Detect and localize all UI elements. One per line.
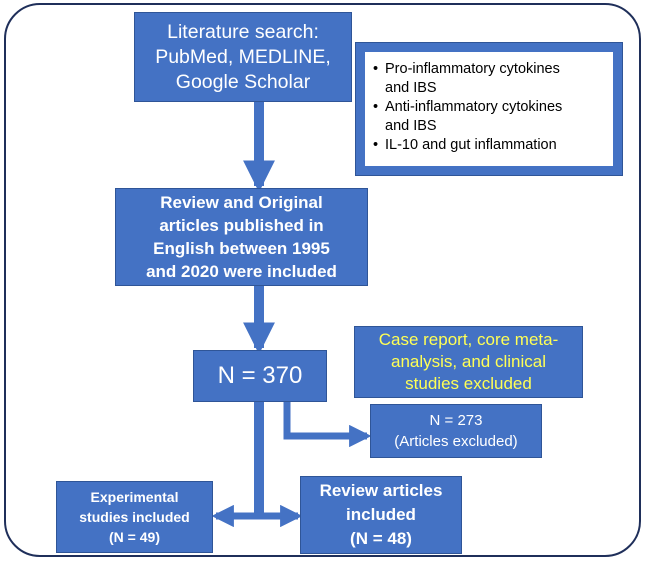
review-line-2: included (346, 505, 416, 524)
criteria-line-4: and 2020 were included (146, 262, 337, 281)
inclusion-criteria-box: Review and Original articles published i… (115, 188, 368, 286)
topic-1-line-1: Pro-inflammatory cytokines (385, 61, 560, 77)
experimental-studies-box: Experimental studies included (N = 49) (56, 481, 213, 553)
excluded-articles-box: N = 273 (Articles excluded) (370, 404, 542, 458)
bullet-icon: • (373, 61, 379, 77)
excluded-count: N = 273 (429, 412, 483, 429)
search-line-1: Literature search: (167, 20, 319, 43)
exclusion-line-3: studies excluded (405, 374, 532, 393)
review-count: (N = 48) (350, 529, 412, 548)
search-topics-box: • Pro-inflammatory cytokines and IBS • A… (355, 42, 623, 176)
exclusion-criteria-note: Case report, core meta- analysis, and cl… (354, 326, 583, 398)
experimental-line-1: Experimental (90, 489, 179, 505)
topic-item: • IL-10 and gut inflammation (373, 136, 607, 155)
experimental-line-2: studies included (79, 509, 190, 525)
bullet-icon: • (373, 137, 379, 153)
total-articles-count: N = 370 (217, 362, 303, 389)
topic-item: • Anti-inflammatory cytokines and IBS (373, 98, 607, 136)
review-articles-box: Review articles included (N = 48) (300, 476, 462, 554)
bullet-icon: • (373, 99, 379, 115)
excluded-label: (Articles excluded) (394, 433, 518, 450)
criteria-line-3: English between 1995 (153, 239, 330, 258)
search-line-2: PubMed, MEDLINE, (155, 45, 331, 68)
arrow-total-to-excluded (283, 402, 372, 448)
exclusion-line-1: Case report, core meta- (378, 330, 559, 349)
search-line-3: Google Scholar (175, 70, 311, 93)
total-articles-box: N = 370 (193, 350, 327, 402)
topic-item: • Pro-inflammatory cytokines and IBS (373, 60, 607, 98)
criteria-line-2: articles published in (159, 216, 324, 235)
exclusion-line-2: analysis, and clinical (391, 352, 546, 371)
experimental-count: (N = 49) (109, 529, 160, 545)
review-line-1: Review articles (319, 481, 443, 500)
literature-search-box: Literature search: PubMed, MEDLINE, Goog… (134, 12, 352, 102)
topic-2-line-1: Anti-inflammatory cytokines (385, 99, 563, 115)
topic-3-line-1: IL-10 and gut inflammation (385, 137, 557, 153)
search-topics-list: • Pro-inflammatory cytokines and IBS • A… (365, 52, 613, 166)
topic-1-line-2: and IBS (385, 80, 437, 96)
topic-2-line-2: and IBS (385, 118, 437, 134)
criteria-line-1: Review and Original (160, 193, 323, 212)
